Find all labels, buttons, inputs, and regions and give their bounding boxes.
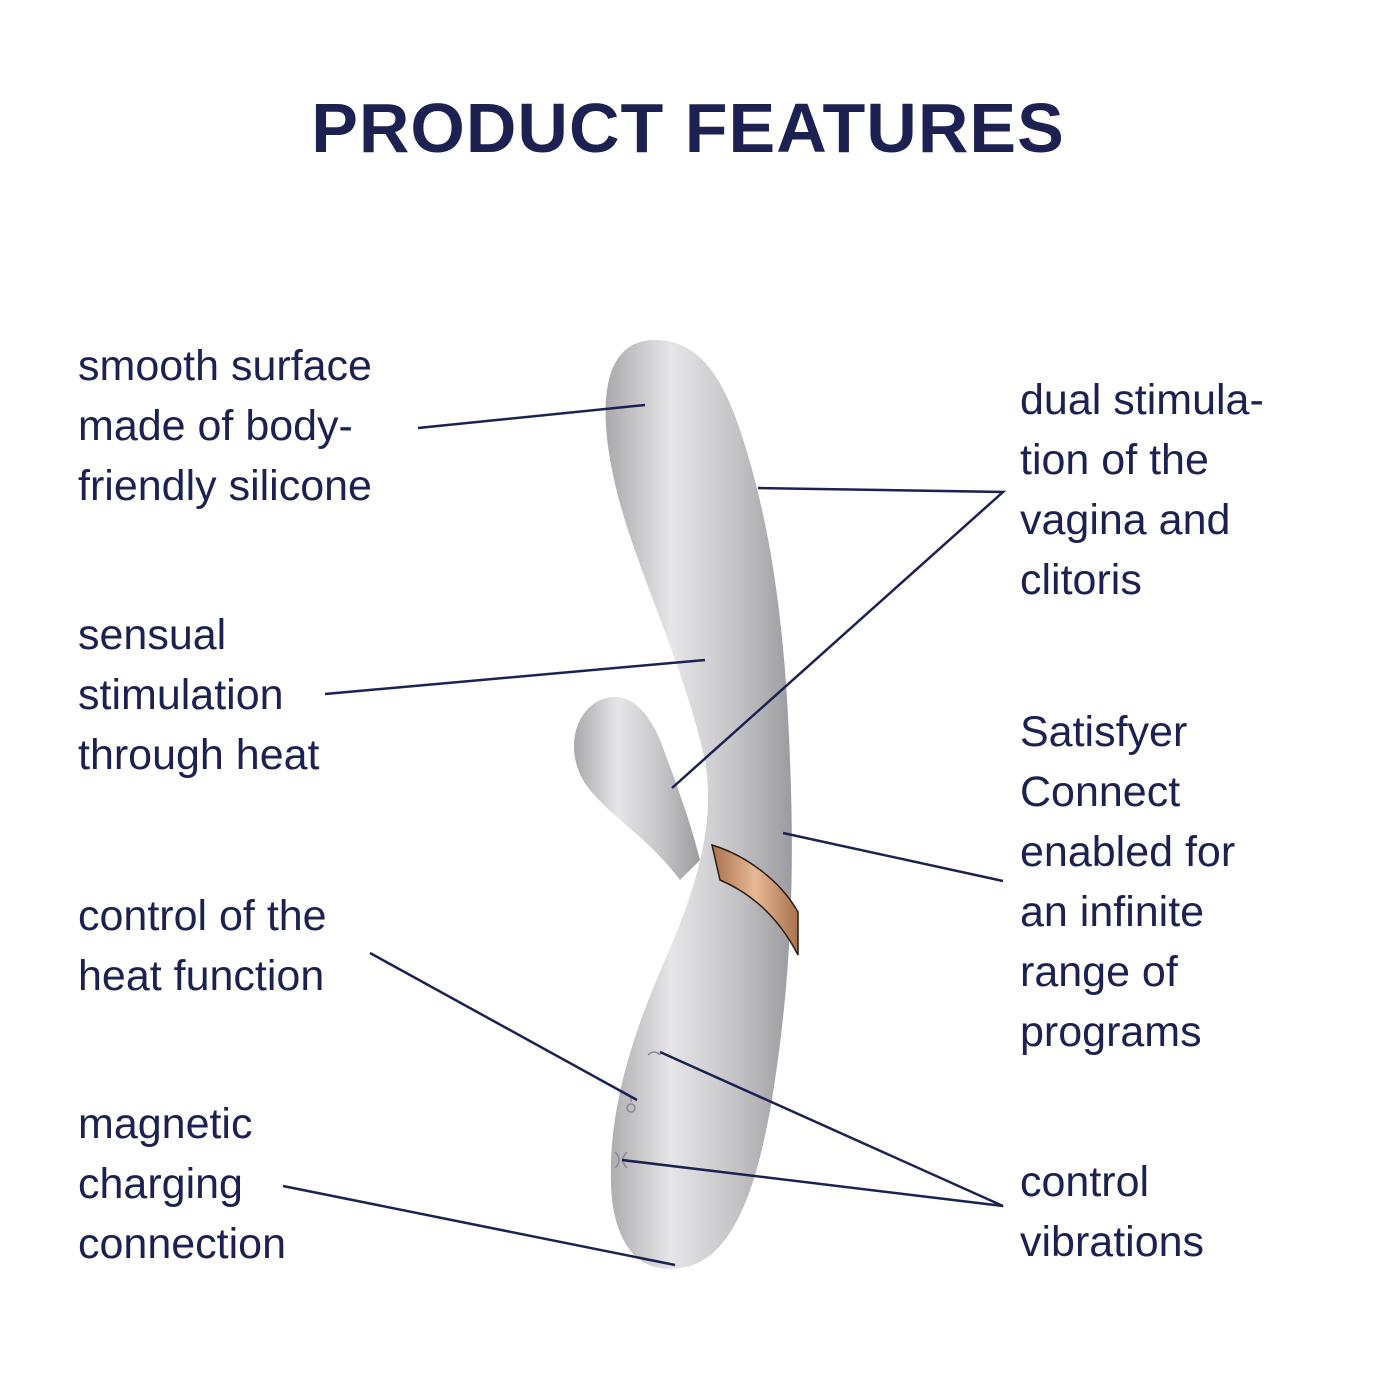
- leader-line-app-connect: [782, 831, 1004, 883]
- leader-line-dual-stimulation: [671, 486, 1007, 789]
- page-title: PRODUCT FEATURES: [311, 89, 1065, 167]
- feature-vibration-control: control vibrations: [1020, 1158, 1205, 1266]
- feature-dual-stimulation: dual stimula- tion of the vagina and cli…: [1020, 376, 1264, 604]
- feature-app-connect: Satisfyer Connect enabled for an infinit…: [1020, 708, 1236, 1056]
- mode-button-icon: [647, 1051, 661, 1056]
- accent-band: [710, 843, 799, 956]
- leader-line-heat-control: [369, 951, 638, 1102]
- leader-lines: [282, 403, 1007, 1267]
- product-main-body: [605, 340, 792, 1269]
- feature-heat-stimulation: sensual stimulation through heat: [78, 611, 320, 779]
- leader-line-smooth-surface: [417, 403, 646, 430]
- leader-line-magnetic-charging: [282, 1184, 676, 1267]
- product-secondary-arm: [573, 696, 700, 880]
- leader-line-heat-stimulation: [324, 658, 706, 696]
- feature-magnetic-charging: magnetic charging connection: [78, 1100, 286, 1268]
- feature-smooth-surface: smooth surface made of body- friendly si…: [78, 342, 372, 510]
- leader-line-vibration-control: [621, 1050, 1004, 1208]
- feature-heat-control: control of the heat function: [78, 892, 327, 1000]
